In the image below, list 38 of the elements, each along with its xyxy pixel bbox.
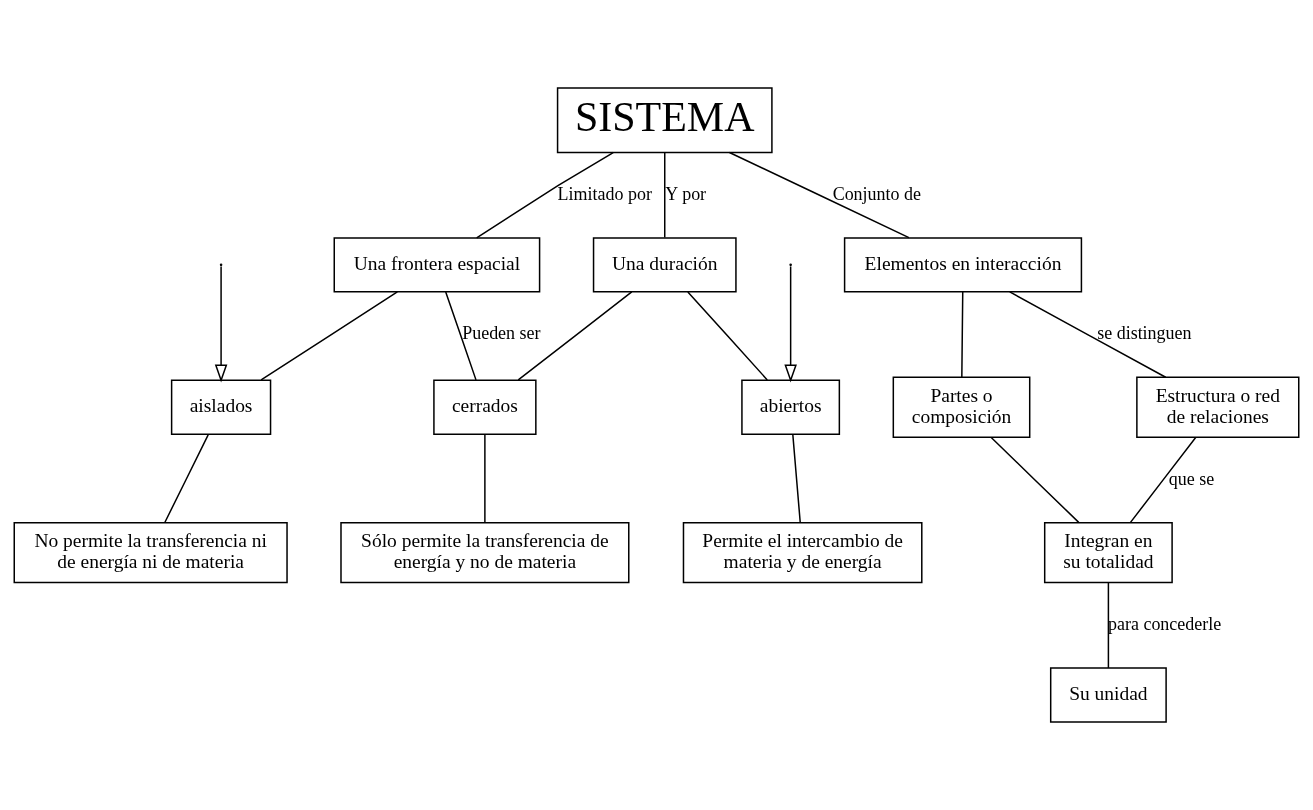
arrow [784,265,797,383]
node-box: abiertos [741,379,841,435]
node-box: Sólo permite la transferencia de energía y no de materia [340,521,630,584]
node-box: cerrados [433,379,537,435]
connector [1107,582,1110,669]
connector [444,291,477,381]
edge-label: Conjunto de [832,183,921,204]
node-box: Elementos en interacción [843,237,1083,293]
node-box: aislados [170,379,272,435]
node-box: Integran en su totalidad [1043,521,1173,584]
connector [475,151,615,239]
edge-label: para concederle [1108,613,1222,634]
node-box: Permite el intercambio de materia y de energía [682,521,923,584]
edge-label: Y por [665,183,707,204]
node-box: SISTEMA [556,87,773,154]
connector [687,291,769,381]
node-box: Una duración [592,237,737,293]
node-box: Estructura o red de relaciones [1136,376,1300,438]
connector [664,151,666,239]
connector [961,291,964,378]
connector [484,434,486,523]
node-box: No permite la transferencia ni de energía ni de materia [13,521,288,584]
connector [164,434,209,523]
arrow [214,265,228,383]
edge-label: que se [1168,468,1215,489]
edge-label: se distinguen [1097,323,1192,344]
connector [728,151,910,239]
connector [1129,436,1197,524]
edge-label: Limitado por [557,183,652,204]
connector [1009,291,1167,378]
connector [792,434,801,523]
node-box: Una frontera espacial [333,237,541,293]
edge-label: Pueden ser [462,323,541,344]
connector [517,291,633,381]
connector [990,436,1080,524]
node-box: Partes o composición [892,376,1031,438]
connector [260,291,399,381]
node-box: Su unidad [1049,667,1167,723]
